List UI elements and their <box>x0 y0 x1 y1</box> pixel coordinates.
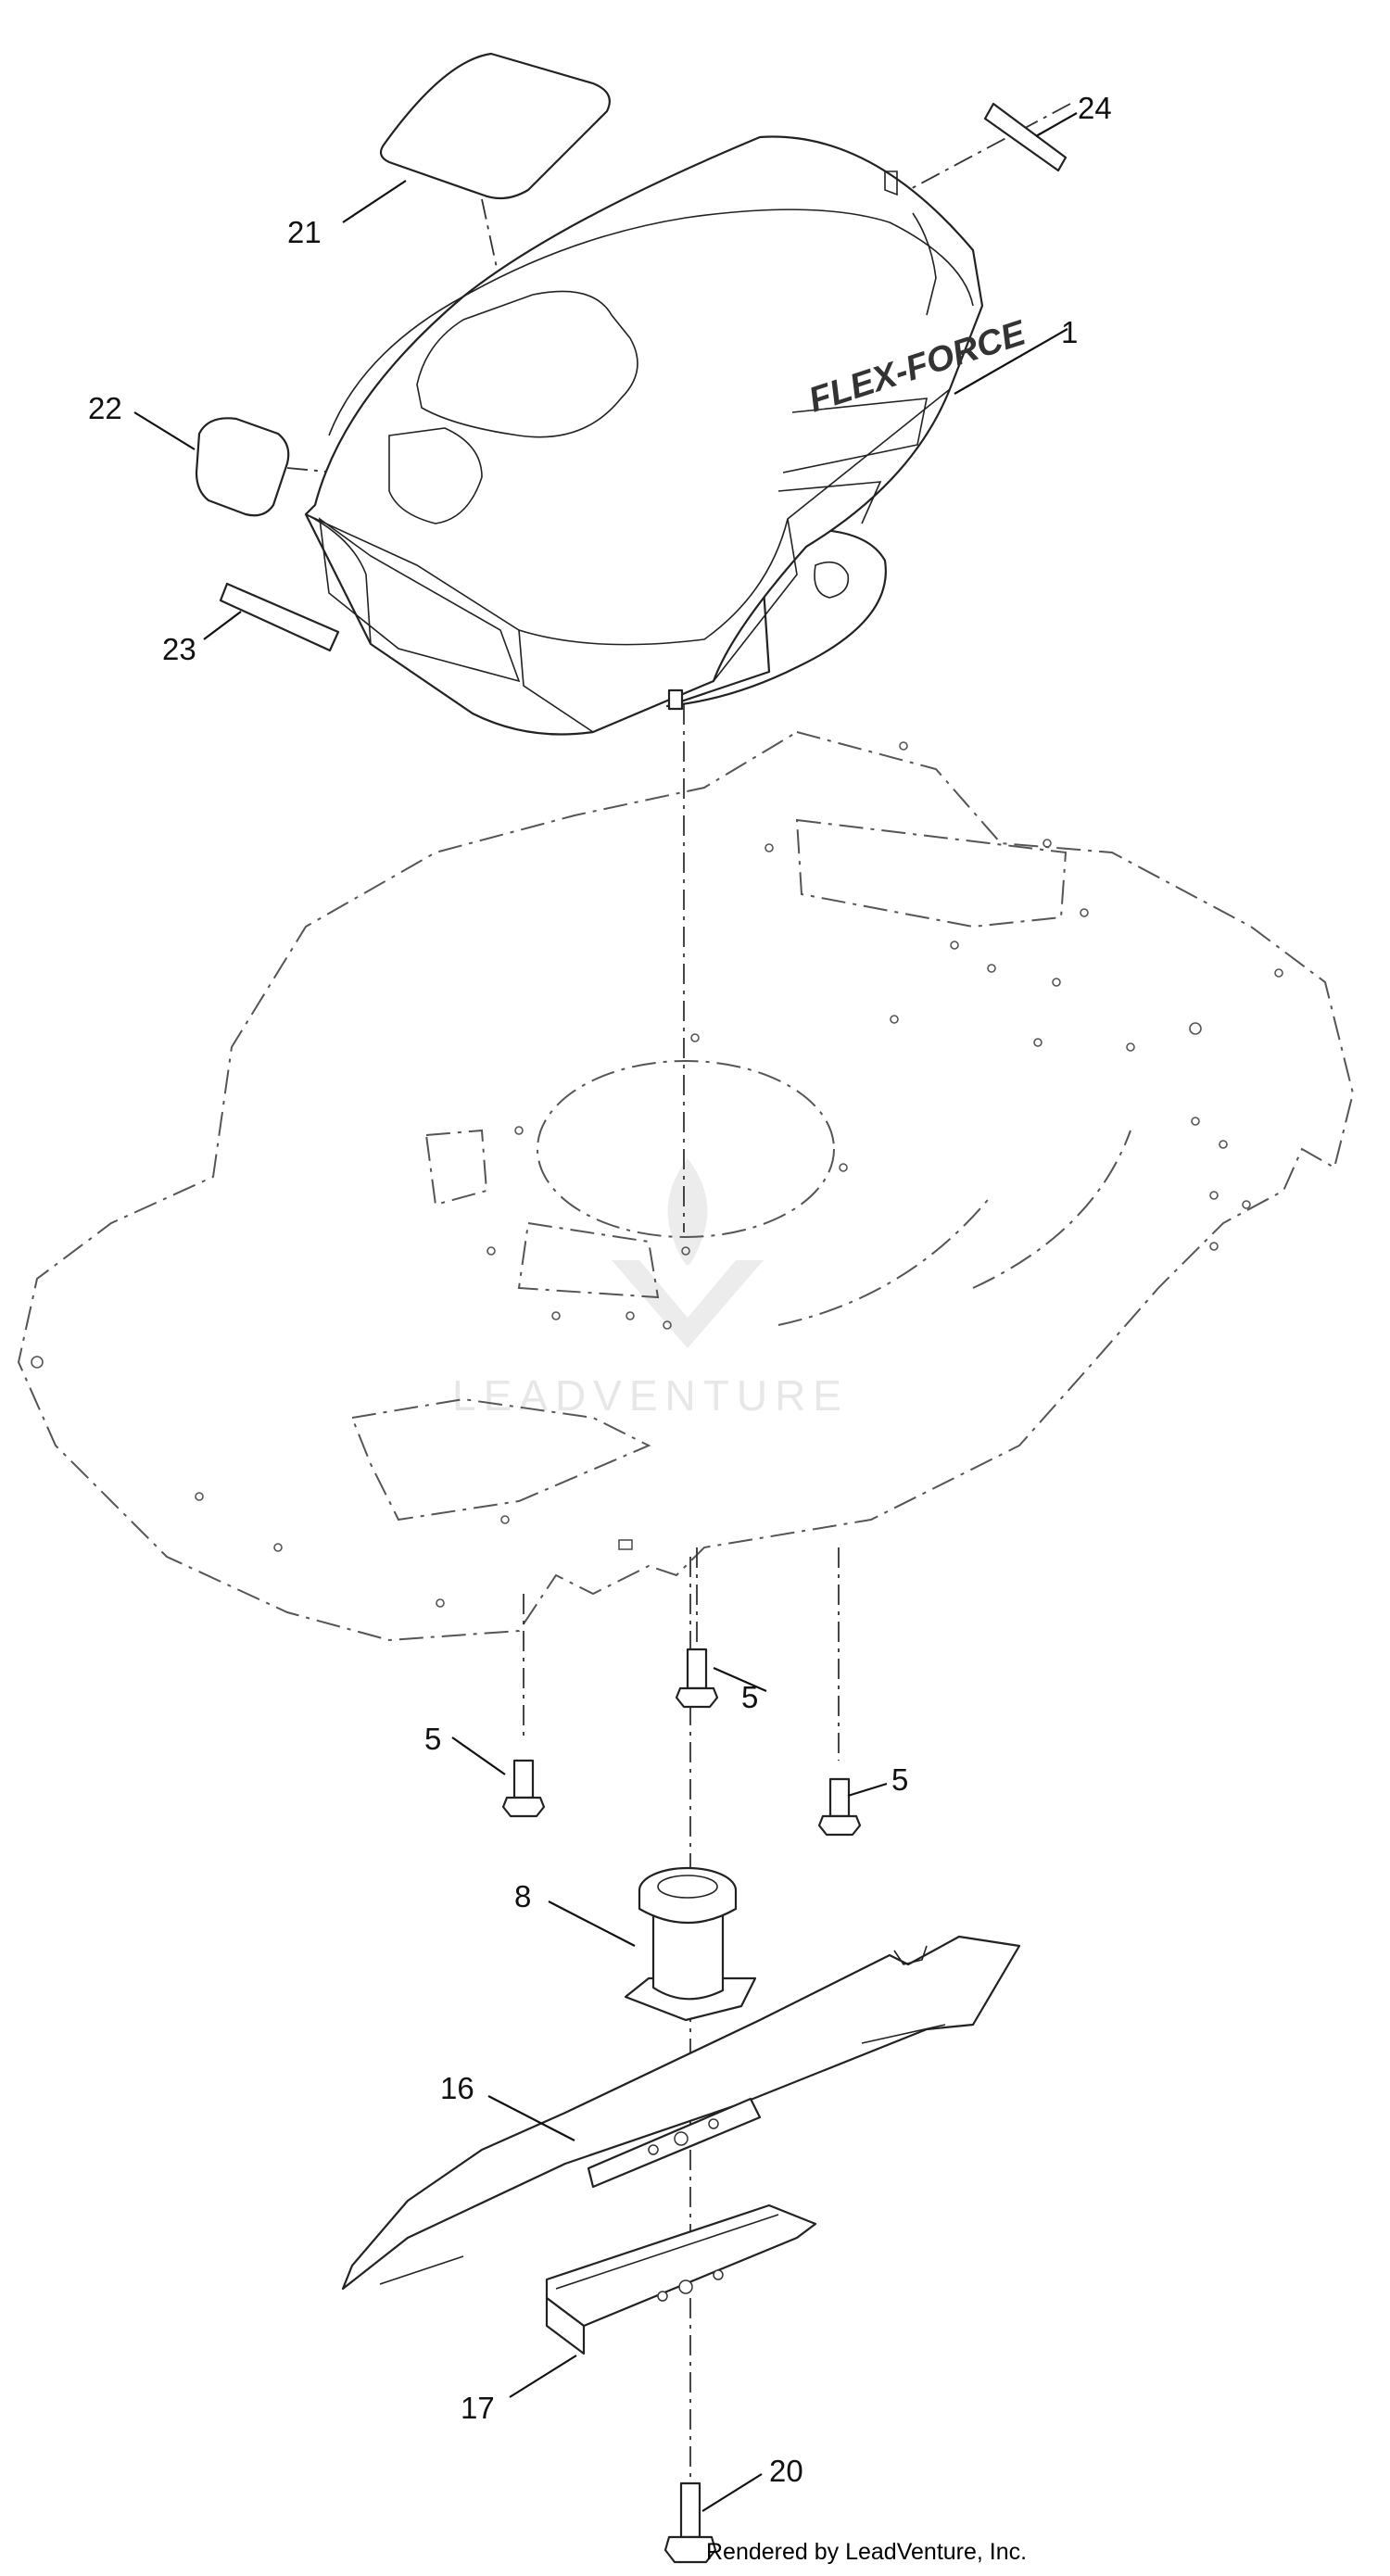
callout-5-left: 5 <box>424 1722 441 1756</box>
callout-22: 22 <box>88 391 122 425</box>
callout-17: 17 <box>461 2391 495 2425</box>
callout-5-right: 5 <box>891 1762 908 1797</box>
leadventure-watermark: LEADVENTURE <box>452 1158 849 1420</box>
part-17-stiffener <box>545 2203 817 2355</box>
part-5-bolt-center <box>675 1648 719 1709</box>
callout-5-center: 5 <box>741 1680 758 1714</box>
part-22-badge <box>195 417 290 517</box>
footer-credit: Rendered by LeadVenture, Inc. <box>706 2539 1027 2565</box>
callout-21: 21 <box>287 215 322 249</box>
watermark-text: LEADVENTURE <box>452 1371 849 1420</box>
part-5-bolt-right <box>817 1777 862 1837</box>
callout-24: 24 <box>1078 91 1112 125</box>
mower-deck-outline <box>17 730 1355 1642</box>
part-16-blade <box>341 1935 1021 2291</box>
callout-leaders <box>133 112 1078 2512</box>
part-20-blade-bolt <box>663 2481 717 2564</box>
callout-1: 1 <box>1061 315 1078 349</box>
callout-labels: 21 24 1 22 23 5 5 5 8 16 17 20 <box>88 91 1112 2488</box>
part-8-blade-adapter <box>624 1866 757 2022</box>
part-24-strip <box>983 102 1068 172</box>
part-21-decal <box>379 52 611 200</box>
callout-16: 16 <box>440 2071 474 2105</box>
assembly-centerlines <box>286 103 1071 2502</box>
part-5-bolt-left <box>501 1759 546 1818</box>
callout-23: 23 <box>162 632 196 666</box>
callout-8: 8 <box>514 1879 531 1913</box>
engine: FLEX-FORCE <box>304 135 1031 736</box>
callout-20: 20 <box>769 2454 803 2488</box>
part-23-strip <box>219 582 340 652</box>
